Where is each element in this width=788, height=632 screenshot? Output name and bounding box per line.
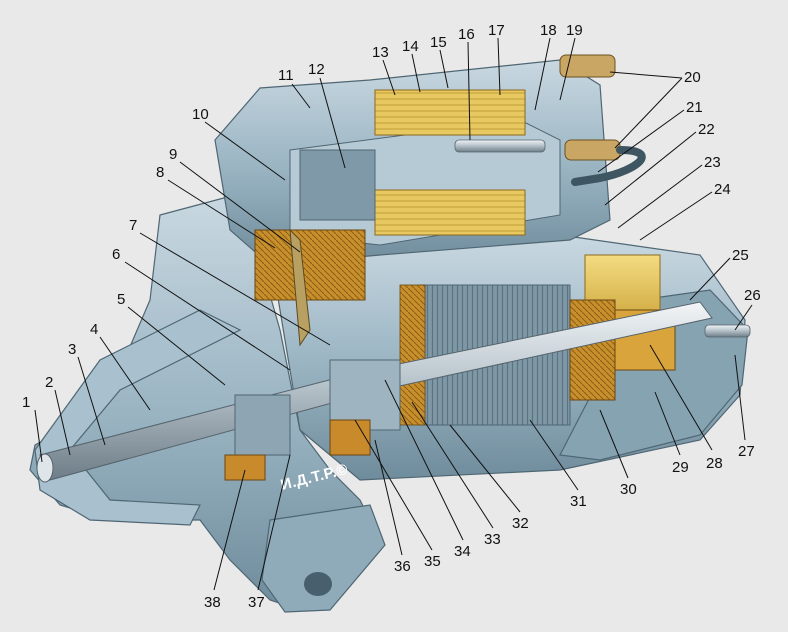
- callout-9: 9: [169, 146, 177, 163]
- callout-36: 36: [394, 558, 411, 575]
- callout-29: 29: [672, 459, 689, 476]
- callout-26: 26: [744, 287, 761, 304]
- armature-winding-ends: [399, 284, 426, 426]
- callout-11: 11: [278, 67, 294, 84]
- callout-16: 16: [458, 26, 475, 43]
- overrunning-clutch: [329, 359, 401, 431]
- callout-25: 25: [732, 247, 749, 264]
- shift-lever: [289, 228, 311, 347]
- rear-shaft-tip: [704, 324, 751, 338]
- callout-35: 35: [424, 553, 441, 570]
- callout-28: 28: [706, 455, 723, 472]
- callout-17: 17: [488, 22, 505, 39]
- mounting-lug: [261, 504, 386, 613]
- callout-38: 38: [204, 594, 221, 611]
- callout-20: 20: [684, 69, 701, 86]
- callout-3: 3: [68, 341, 76, 358]
- callout-1: 1: [22, 394, 30, 411]
- callout-30: 30: [620, 481, 637, 498]
- callout-33: 33: [484, 531, 501, 548]
- callout-21: 21: [686, 99, 703, 116]
- callout-2: 2: [45, 374, 53, 391]
- pinion-gear: [234, 394, 291, 456]
- bushing-front: [224, 454, 266, 481]
- callout-37: 37: [248, 594, 265, 611]
- commutator: [569, 299, 616, 401]
- callout-15: 15: [430, 34, 447, 51]
- callout-27: 27: [738, 443, 755, 460]
- callout-22: 22: [698, 121, 715, 138]
- solenoid-winding-bottom: [374, 189, 526, 236]
- rear-end-cap: [559, 289, 749, 461]
- callout-8: 8: [156, 164, 164, 181]
- clutch-bronze: [329, 419, 371, 456]
- callout-24: 24: [714, 181, 731, 198]
- mounting-hole: [304, 572, 332, 596]
- plunger-rod: [454, 139, 546, 153]
- shaft-nose: [36, 453, 54, 483]
- callout-6: 6: [112, 246, 120, 263]
- callout-34: 34: [454, 543, 471, 560]
- callout-7: 7: [129, 217, 137, 234]
- callout-23: 23: [704, 154, 721, 171]
- callout-14: 14: [402, 38, 419, 55]
- callout-18: 18: [540, 22, 557, 39]
- callout-5: 5: [117, 291, 125, 308]
- terminal-bolt-1: [559, 54, 616, 78]
- field-coil-left: [254, 229, 366, 301]
- callout-32: 32: [512, 515, 529, 532]
- solenoid-plunger: [299, 149, 376, 221]
- callout-19: 19: [566, 22, 583, 39]
- callout-4: 4: [90, 321, 98, 338]
- solenoid-winding-top: [374, 89, 526, 136]
- callout-numbers: 1 2 3 4 5 6 7 8 9 10 11 12 13 14 15 16 1…: [22, 22, 761, 611]
- callout-leaders: [34, 37, 753, 591]
- callout-10: 10: [192, 106, 209, 123]
- callout-12: 12: [308, 61, 325, 78]
- terminal-bolt-2: [564, 139, 621, 161]
- callout-13: 13: [372, 44, 389, 61]
- starter-body: [29, 54, 751, 613]
- terminal-wire: [571, 146, 646, 186]
- callout-31: 31: [570, 493, 587, 510]
